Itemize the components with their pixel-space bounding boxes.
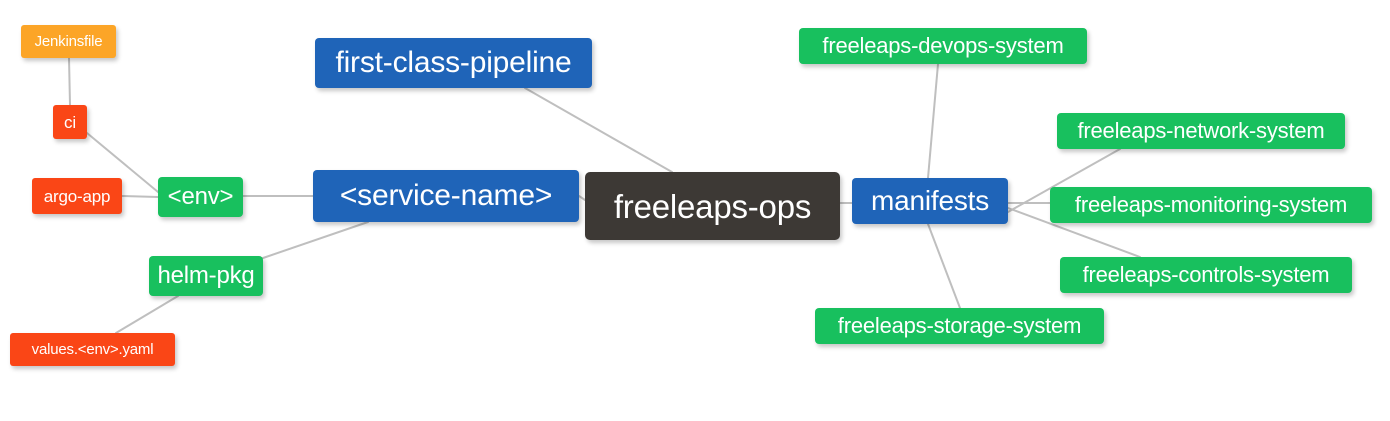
mindmap-node-network-system[interactable]: freeleaps-network-system [1057, 113, 1345, 149]
node-label: <service-name> [339, 179, 553, 212]
mindmap-node-service-name[interactable]: <service-name> [313, 170, 579, 222]
node-label: freeleaps-network-system [1077, 118, 1325, 143]
mindmap-node-ci[interactable]: ci [53, 105, 87, 139]
node-label: freeleaps-ops [613, 187, 812, 225]
mindmap-node-first-class-pipeline[interactable]: first-class-pipeline [315, 38, 592, 88]
node-label: freeleaps-storage-system [837, 313, 1082, 338]
mindmap-node-values-yaml[interactable]: values.<env>.yaml [10, 333, 175, 366]
node-label: freeleaps-devops-system [822, 33, 1064, 58]
edge-argo-app-to-env [121, 195, 159, 198]
mindmap-node-env[interactable]: <env> [158, 177, 243, 217]
node-label: freeleaps-controls-system [1082, 262, 1330, 287]
mindmap-node-helm-pkg[interactable]: helm-pkg [149, 256, 263, 296]
node-label: values.<env>.yaml [31, 341, 154, 358]
node-label: freeleaps-monitoring-system [1074, 192, 1348, 217]
mindmap-node-devops-system[interactable]: freeleaps-devops-system [799, 28, 1087, 64]
edge-manifests-to-devops-system [927, 63, 939, 179]
mindmap-node-controls-system[interactable]: freeleaps-controls-system [1060, 257, 1352, 293]
node-label: manifests [870, 185, 990, 216]
edge-values-yaml-to-helm-pkg [115, 295, 179, 334]
node-label: helm-pkg [157, 262, 255, 289]
edge-helm-pkg-to-service-name [262, 221, 369, 259]
mindmap-node-manifests[interactable]: manifests [852, 178, 1008, 224]
mindmap-node-monitoring-system[interactable]: freeleaps-monitoring-system [1050, 187, 1372, 223]
node-label: <env> [167, 183, 234, 210]
edge-first-class-pipeline-to-freeleaps-ops [524, 87, 673, 173]
mindmap-node-freeleaps-ops[interactable]: freeleaps-ops [585, 172, 840, 240]
edge-manifests-to-storage-system [927, 223, 961, 309]
node-label: Jenkinsfile [34, 33, 103, 50]
node-label: argo-app [43, 186, 111, 206]
node-label: ci [64, 112, 76, 132]
mindmap-node-argo-app[interactable]: argo-app [32, 178, 122, 214]
mindmap-node-storage-system[interactable]: freeleaps-storage-system [815, 308, 1104, 344]
mindmap-node-jenkinsfile[interactable]: Jenkinsfile [21, 25, 116, 58]
node-label: first-class-pipeline [335, 46, 572, 79]
edge-jenkinsfile-to-ci [68, 57, 71, 106]
